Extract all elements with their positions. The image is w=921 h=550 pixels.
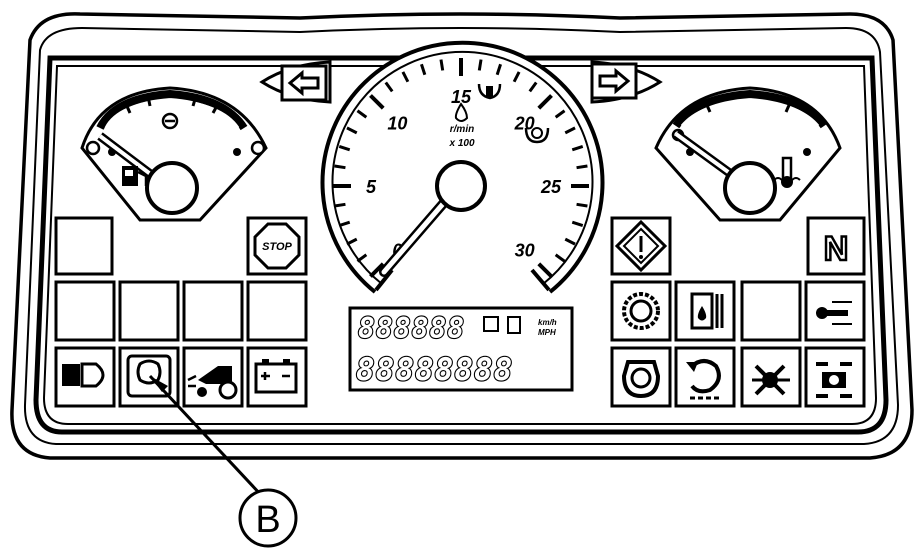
tachometer-tick [495, 63, 502, 76]
tachometer-tick [576, 164, 588, 170]
tachometer-tick [356, 253, 368, 263]
tachometer-tick [356, 109, 368, 119]
tachometer-tick [564, 237, 576, 246]
battery-icon [254, 359, 298, 394]
lcd-top-digits: 888888 [358, 312, 465, 345]
tachometer-tick [512, 71, 521, 83]
tachometer-tick [384, 81, 394, 93]
stop-label: STOP [262, 241, 292, 253]
tachometer-ticks [333, 58, 589, 278]
differential-lock-icon [752, 364, 790, 396]
neutral-indicator: N [824, 230, 849, 268]
fuel-filter-icon [690, 292, 724, 330]
tachometer-tick [338, 145, 351, 152]
tachometer-tick [576, 202, 588, 208]
pto-icon [686, 359, 722, 400]
fuel-gauge [80, 86, 268, 222]
warning-diamond-icon [614, 219, 668, 273]
right-turn-signal-icon [590, 60, 663, 104]
tachometer: 051015202530 r/min x 100 [320, 40, 605, 294]
oil-drop-icon [454, 102, 469, 122]
air-filter-icon [622, 292, 660, 330]
coolant-icon [773, 156, 801, 188]
tachometer-tick [571, 145, 584, 152]
tachometer-unit-multiplier: x 100 [448, 138, 474, 149]
tachometer-tick-label: 15 [451, 87, 472, 107]
callout-b: B [148, 374, 298, 548]
tachometer-tick [439, 59, 445, 71]
mfwd-icon [816, 362, 852, 398]
tachometer-tick [554, 253, 566, 263]
tachometer-tick [346, 237, 358, 246]
callout-label: B [255, 499, 280, 541]
lcd-bottom-digits: 88888888 [356, 352, 513, 388]
tachometer-tick-label: 30 [515, 241, 535, 261]
headlight-icon [62, 362, 105, 388]
transmission-oil-icon [621, 360, 661, 399]
tachometer-tick-label: 25 [540, 177, 562, 197]
lcd-unit-mph: MPH [538, 328, 556, 337]
tachometer-tick [338, 220, 351, 227]
coolant-temperature-icon [816, 301, 852, 325]
left-turn-signal-icon [259, 60, 332, 104]
tachometer-tick [537, 262, 553, 278]
temperature-gauge [654, 86, 842, 222]
tachometer-tick [369, 262, 385, 278]
lcd-display: 888888 km/h MPH 88888888 [348, 306, 574, 392]
engine-warning-icon [524, 127, 550, 144]
tachometer-tick [537, 94, 553, 110]
tachometer-tick-label: 20 [514, 113, 535, 133]
tachometer-tick-label: 5 [366, 177, 377, 197]
lcd-hourglass-icon [507, 316, 521, 334]
cluster-housing [10, 12, 914, 460]
lcd-unit-kmh: km/h [538, 318, 557, 327]
tachometer-tick [334, 202, 346, 208]
stop-indicator: STOP [246, 216, 308, 276]
tachometer-tick [420, 63, 427, 76]
tachometer-tick [369, 94, 385, 110]
tachometer-tick [571, 220, 584, 227]
tachometer-tick [334, 164, 346, 170]
tachometer-unit-rpm: r/min [450, 124, 474, 135]
tachometer-tick [554, 109, 566, 119]
tachometer-tick [401, 71, 410, 83]
tractor-parking-icon [187, 366, 238, 400]
glow-plug-icon [477, 83, 502, 100]
tachometer-tick [477, 59, 483, 71]
tachometer-tick-label: 10 [387, 113, 407, 133]
tachometer-tick [564, 126, 576, 135]
tachometer-tick [346, 126, 358, 135]
tachometer-tick [528, 81, 538, 93]
lcd-fuel-icon [483, 316, 499, 332]
